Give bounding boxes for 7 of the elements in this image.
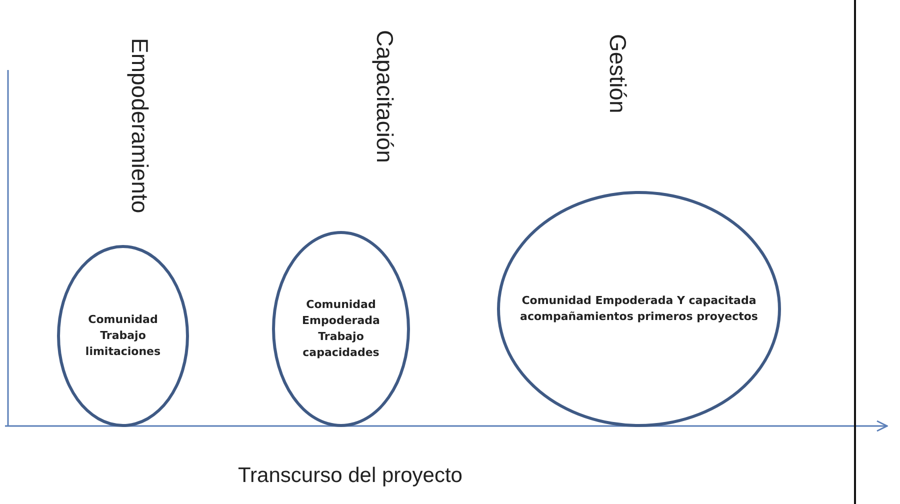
- stage-description: Comunidad Empoderada Trabajo capacidades: [301, 297, 381, 361]
- stage-heading: Capacitación: [373, 30, 396, 163]
- axis-label: Transcurso del proyecto: [238, 464, 462, 488]
- stage-description: Comunidad Empoderada Y capacitada acompañamientos primeros proyectos: [519, 293, 759, 325]
- stage-heading: Gestión: [606, 34, 629, 114]
- stage-description: Comunidad Trabajo limitaciones: [84, 312, 162, 360]
- stage-heading: Empoderamiento: [128, 38, 151, 214]
